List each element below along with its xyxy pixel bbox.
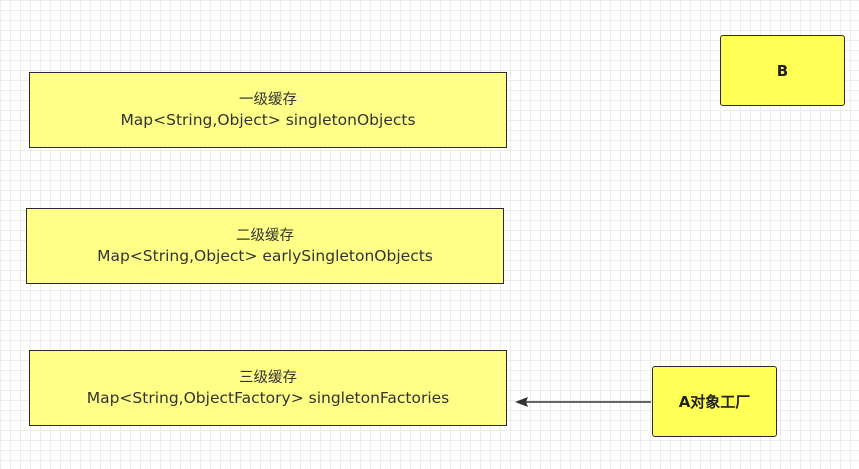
cache-detail: Map<String,ObjectFactory> singletonFacto…	[86, 389, 450, 407]
third-level-cache-box: 三级缓存 Map<String,ObjectFactory> singleton…	[29, 350, 507, 426]
bean-b-node: B	[720, 35, 845, 106]
cache-title: 二级缓存	[236, 228, 294, 244]
node-label: B	[776, 61, 789, 80]
cache-detail: Map<String,Object> earlySingletonObjects	[97, 247, 433, 265]
cache-detail: Map<String,Object> singletonObjects	[120, 111, 416, 129]
cache-title: 一级缓存	[239, 92, 297, 108]
cache-title: 三级缓存	[239, 370, 297, 386]
first-level-cache-box: 一级缓存 Map<String,Object> singletonObjects	[29, 72, 507, 148]
a-object-factory-node: A对象工厂	[652, 366, 777, 437]
node-label: A对象工厂	[678, 393, 751, 411]
second-level-cache-box: 二级缓存 Map<String,Object> earlySingletonOb…	[26, 208, 504, 284]
arrowhead-icon	[515, 397, 528, 407]
